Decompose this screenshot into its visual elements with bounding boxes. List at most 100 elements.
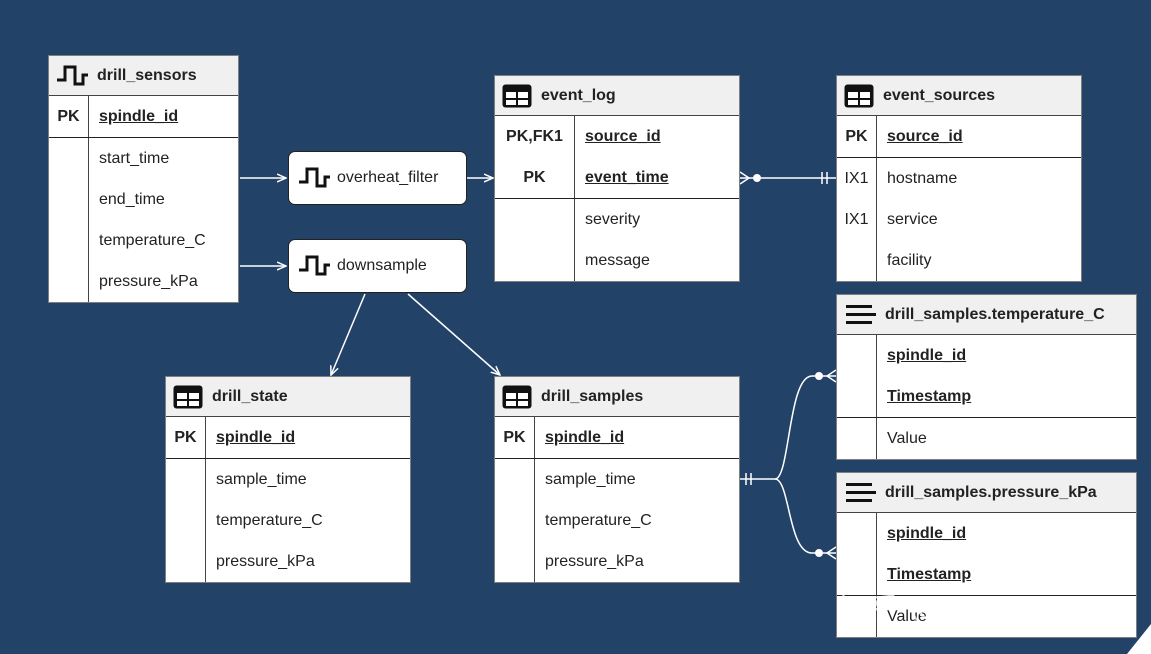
entity-row[interactable]: temperature_C — [495, 500, 739, 541]
row-key — [495, 199, 575, 240]
entity-row[interactable]: pressure_kPa — [49, 261, 238, 302]
entity-row[interactable]: facility — [837, 240, 1081, 281]
entity-row[interactable]: IX1 hostname — [837, 158, 1081, 199]
entity-title: drill_samples — [541, 387, 644, 405]
process-overheat-filter[interactable]: overheat_filter — [288, 151, 467, 205]
row-field: Value — [887, 607, 927, 625]
row-key — [837, 418, 877, 459]
row-field: sample_time — [216, 470, 307, 488]
process-label: overheat_filter — [337, 169, 439, 186]
row-key — [495, 459, 535, 500]
row-field: hostname — [887, 169, 958, 187]
entity-row[interactable]: pressure_kPa — [495, 541, 739, 582]
row-field: Value — [887, 429, 927, 447]
row-key: IX1 — [837, 158, 877, 199]
row-field: start_time — [99, 149, 170, 167]
entity-title: event_sources — [883, 86, 996, 104]
row-field: pressure_kPa — [216, 552, 315, 570]
entity-title: drill_samples.temperature_C — [885, 305, 1105, 323]
table-icon — [843, 83, 875, 109]
row-field: end_time — [99, 190, 165, 208]
entity-row[interactable]: Value — [837, 418, 1136, 459]
entity-row[interactable]: Timestamp — [837, 554, 1136, 596]
entity-row[interactable]: PK source_id — [837, 116, 1081, 158]
row-field: spindle_id — [887, 524, 967, 542]
row-field: service — [887, 210, 938, 228]
entity-row[interactable]: Value — [837, 596, 1136, 637]
entity-row[interactable]: spindle_id — [837, 335, 1136, 376]
relation-samples-timeseries — [740, 369, 837, 560]
row-key — [495, 541, 535, 582]
arrow-downsample-to-samples — [407, 293, 500, 375]
entity-title: event_log — [541, 86, 616, 104]
entity-row[interactable]: sample_time — [166, 459, 410, 500]
pulse-icon — [297, 165, 331, 191]
row-field: Timestamp — [887, 565, 972, 583]
entity-row[interactable]: PK spindle_id — [495, 417, 739, 459]
entity-header: event_sources — [837, 76, 1081, 116]
row-field: spindle_id — [99, 107, 179, 125]
entity-row[interactable]: PK spindle_id — [166, 417, 410, 459]
row-field: spindle_id — [545, 428, 625, 446]
entity-row[interactable]: message — [495, 240, 739, 281]
arrow-downsample-to-state — [331, 293, 366, 375]
row-key: PK — [495, 417, 535, 458]
row-key — [49, 138, 89, 179]
process-label: downsample — [337, 257, 427, 274]
relation-eventlog-eventsources — [739, 171, 836, 185]
entity-row[interactable]: sample_time — [495, 459, 739, 500]
row-key — [837, 335, 877, 376]
entity-row[interactable]: Timestamp — [837, 376, 1136, 418]
row-key — [166, 500, 206, 541]
entity-header: event_log — [495, 76, 739, 116]
entity-row[interactable]: severity — [495, 199, 739, 240]
entity-header: drill_sensors — [49, 56, 238, 96]
row-field: pressure_kPa — [99, 272, 198, 290]
row-field: source_id — [887, 127, 963, 145]
row-key — [837, 376, 877, 417]
row-key — [837, 240, 877, 281]
entity-row[interactable]: pressure_kPa — [166, 541, 410, 582]
row-key — [837, 513, 877, 554]
row-field: spindle_id — [887, 346, 967, 364]
row-field: event_time — [585, 168, 669, 186]
row-field: sample_time — [545, 470, 636, 488]
entity-header: drill_samples — [495, 377, 739, 417]
row-key — [49, 220, 89, 261]
entity-row[interactable]: end_time — [49, 179, 238, 220]
row-key: PK,FK1 — [495, 116, 575, 157]
entity-row[interactable]: spindle_id — [837, 513, 1136, 554]
entity-row[interactable]: start_time — [49, 138, 238, 179]
row-key — [495, 500, 535, 541]
process-downsample[interactable]: downsample — [288, 239, 467, 293]
table-icon — [501, 384, 533, 410]
lines-icon — [843, 302, 877, 328]
row-key — [166, 541, 206, 582]
entity-header: drill_samples.pressure_kPa — [837, 473, 1136, 513]
corner-mark — [1127, 624, 1151, 654]
entity-row[interactable]: temperature_C — [166, 500, 410, 541]
row-key: PK — [166, 417, 206, 458]
row-field: severity — [585, 210, 641, 228]
row-field: Timestamp — [887, 387, 972, 405]
row-key: PK — [837, 116, 877, 157]
table-icon — [501, 83, 533, 109]
entity-row[interactable]: temperature_C — [49, 220, 238, 261]
row-key — [837, 596, 877, 637]
pulse-icon — [297, 253, 331, 279]
row-field: spindle_id — [216, 428, 296, 446]
entity-header: drill_samples.temperature_C — [837, 295, 1136, 335]
